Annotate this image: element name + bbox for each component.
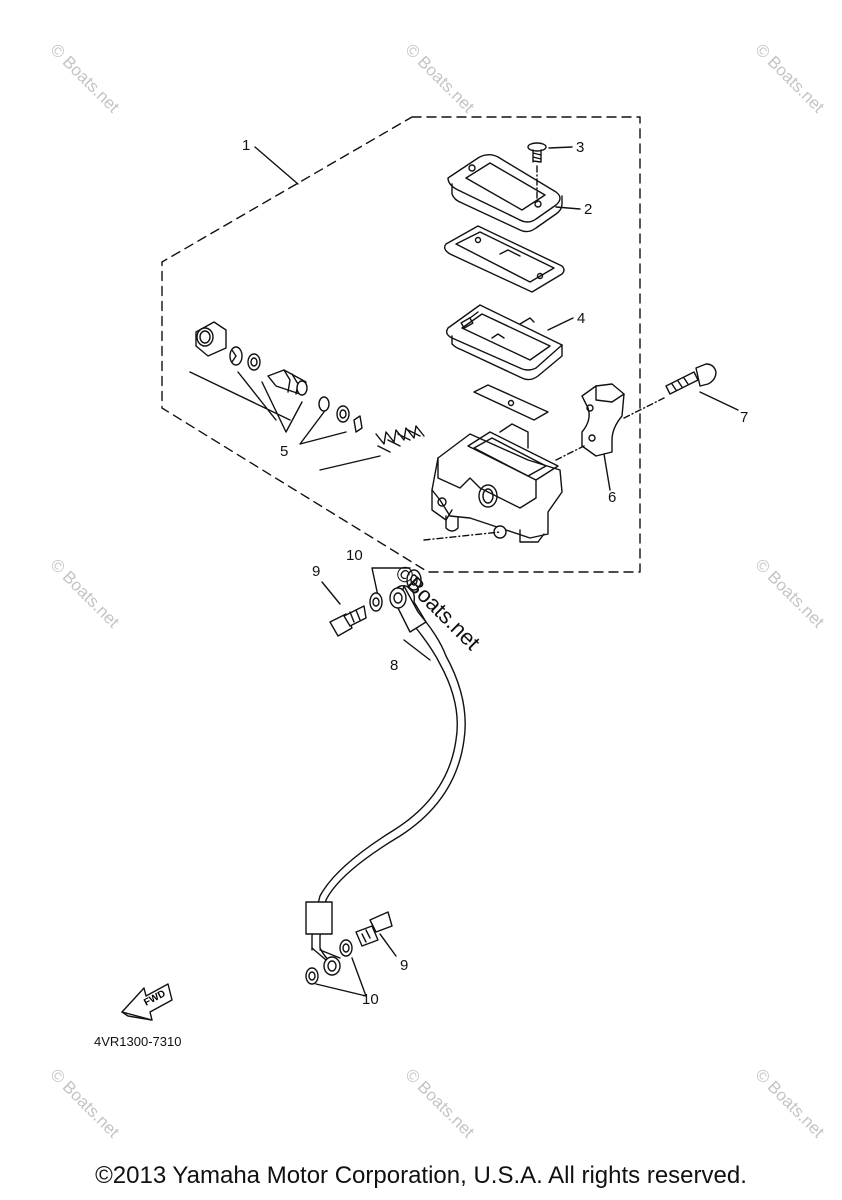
copyright-footer: ©2013 Yamaha Motor Corporation, U.S.A. A… <box>95 1162 747 1189</box>
cylinder-plate <box>473 384 549 421</box>
master-cylinder-body <box>431 423 563 543</box>
callout-3: 3 <box>576 139 584 156</box>
fwd-arrow-icon <box>121 983 173 1021</box>
diaphragm <box>445 304 563 381</box>
assembly-boundary <box>161 116 641 573</box>
callout-4: 4 <box>577 310 585 327</box>
holder-bolt <box>665 363 717 395</box>
holder-bracket <box>581 383 625 457</box>
callout-1: 1 <box>242 137 250 154</box>
piston-kit <box>195 321 425 453</box>
brake-hose <box>305 585 466 976</box>
callout-5: 5 <box>280 443 288 460</box>
copper-washer <box>305 967 319 985</box>
callout-9: 9 <box>312 563 320 580</box>
callout-7: 7 <box>740 409 748 426</box>
diaphragm-plate <box>443 225 565 293</box>
callout-6: 6 <box>608 489 616 506</box>
union-bolt <box>355 911 393 947</box>
diagram-code: 4VR1300-7310 <box>94 1034 181 1049</box>
callout-10: 10 <box>346 547 363 564</box>
callout-9: 9 <box>400 957 408 974</box>
reservoir-cover <box>447 154 563 233</box>
union-bolt <box>329 605 367 637</box>
callout-8: 8 <box>390 657 398 674</box>
copper-washer <box>406 569 422 591</box>
callout-10: 10 <box>362 991 379 1008</box>
cover-screw <box>527 142 547 163</box>
copper-washer <box>339 939 353 957</box>
copper-washer <box>369 592 383 612</box>
callout-2: 2 <box>584 201 592 218</box>
